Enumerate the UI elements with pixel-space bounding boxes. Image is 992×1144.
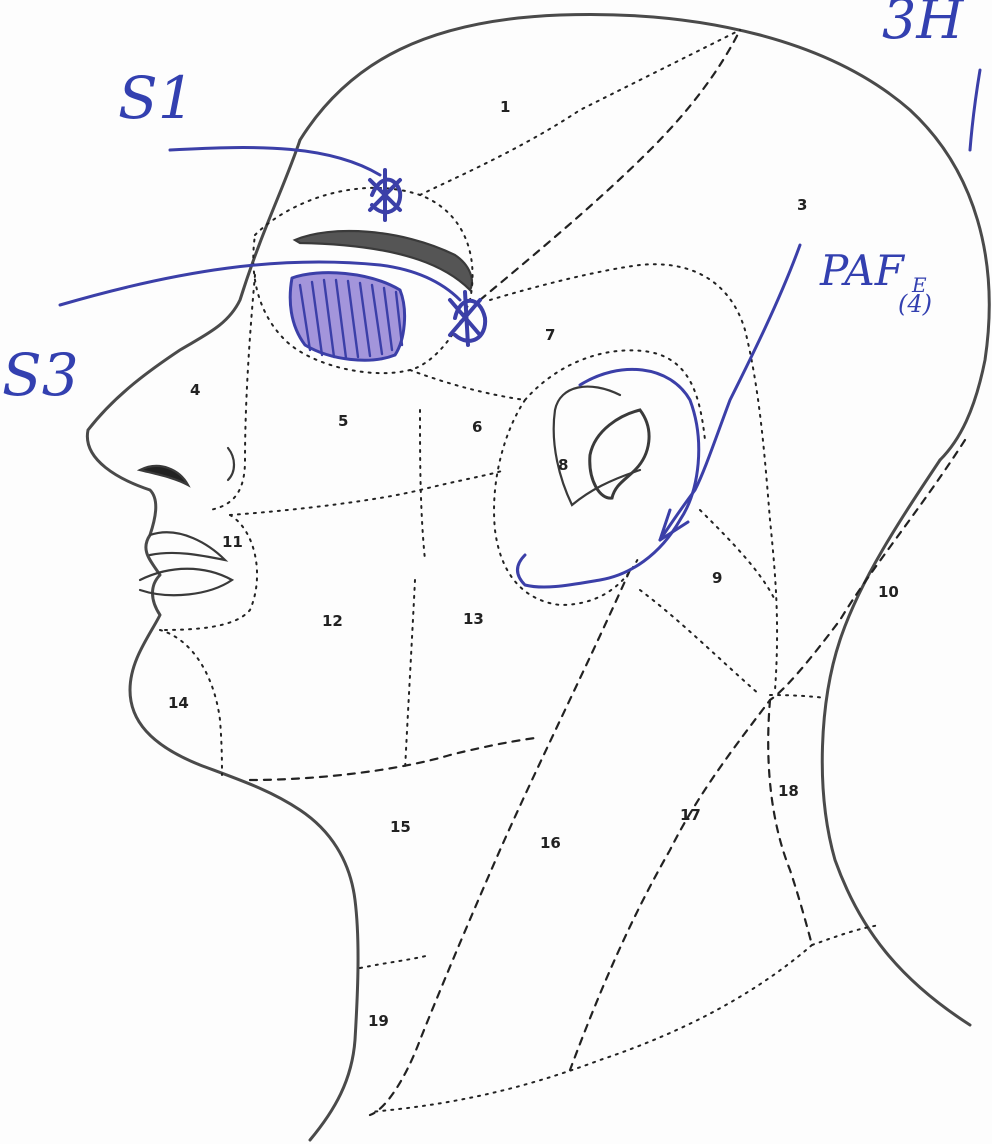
zone-line <box>405 580 415 770</box>
region-number-9: 9 <box>712 569 722 587</box>
zone-line <box>770 695 825 698</box>
region-number-16: 16 <box>540 834 561 852</box>
region-number-17: 17 <box>680 806 701 824</box>
region-number-4: 4 <box>190 381 200 399</box>
zone-line <box>250 738 535 780</box>
region-number-10: 10 <box>878 583 899 601</box>
zone-line <box>768 700 812 945</box>
corner-note: 3H <box>882 0 964 51</box>
region-number-6: 6 <box>472 418 482 436</box>
corner-mark-stroke <box>970 70 980 150</box>
zone-line <box>420 30 740 195</box>
zone-line <box>370 945 812 1112</box>
s1-mark-scribble <box>370 170 400 220</box>
upper-lip <box>150 532 225 560</box>
region-number-14: 14 <box>168 694 189 712</box>
zone-line <box>480 30 740 300</box>
zone-line <box>525 350 705 440</box>
region-number-3: 3 <box>797 196 807 214</box>
zone-line <box>490 264 777 690</box>
zone-line <box>370 570 630 1115</box>
paf-count: (4) <box>898 290 932 318</box>
region-number-15: 15 <box>390 818 411 836</box>
ear-inner <box>590 410 649 498</box>
s1-label: S1 <box>118 64 195 132</box>
ear-tracing <box>518 369 699 587</box>
region-number-1: 1 <box>500 98 510 116</box>
nostril <box>140 466 188 485</box>
region-number-19: 19 <box>368 1012 389 1030</box>
s3-label: S3 <box>2 341 79 409</box>
region-number-13: 13 <box>463 610 484 628</box>
zone-line <box>410 370 525 400</box>
paf-leader-arrow <box>660 245 800 540</box>
zone-line <box>230 470 505 515</box>
zone-line <box>640 590 760 695</box>
s3-mark-scribble <box>450 292 485 345</box>
zone-line <box>420 410 425 560</box>
zone-line <box>360 955 430 968</box>
nose-wing <box>228 448 234 480</box>
paf-label: PAF <box>819 246 906 295</box>
region-number-7: 7 <box>545 326 555 344</box>
back-of-neck-outline <box>822 460 970 1025</box>
region-number-18: 18 <box>778 782 799 800</box>
s1-leader-line <box>170 148 380 175</box>
region-number-12: 12 <box>322 612 343 630</box>
region-number-8: 8 <box>558 456 568 474</box>
region-number-11: 11 <box>222 533 243 551</box>
region-number-5: 5 <box>338 412 348 430</box>
